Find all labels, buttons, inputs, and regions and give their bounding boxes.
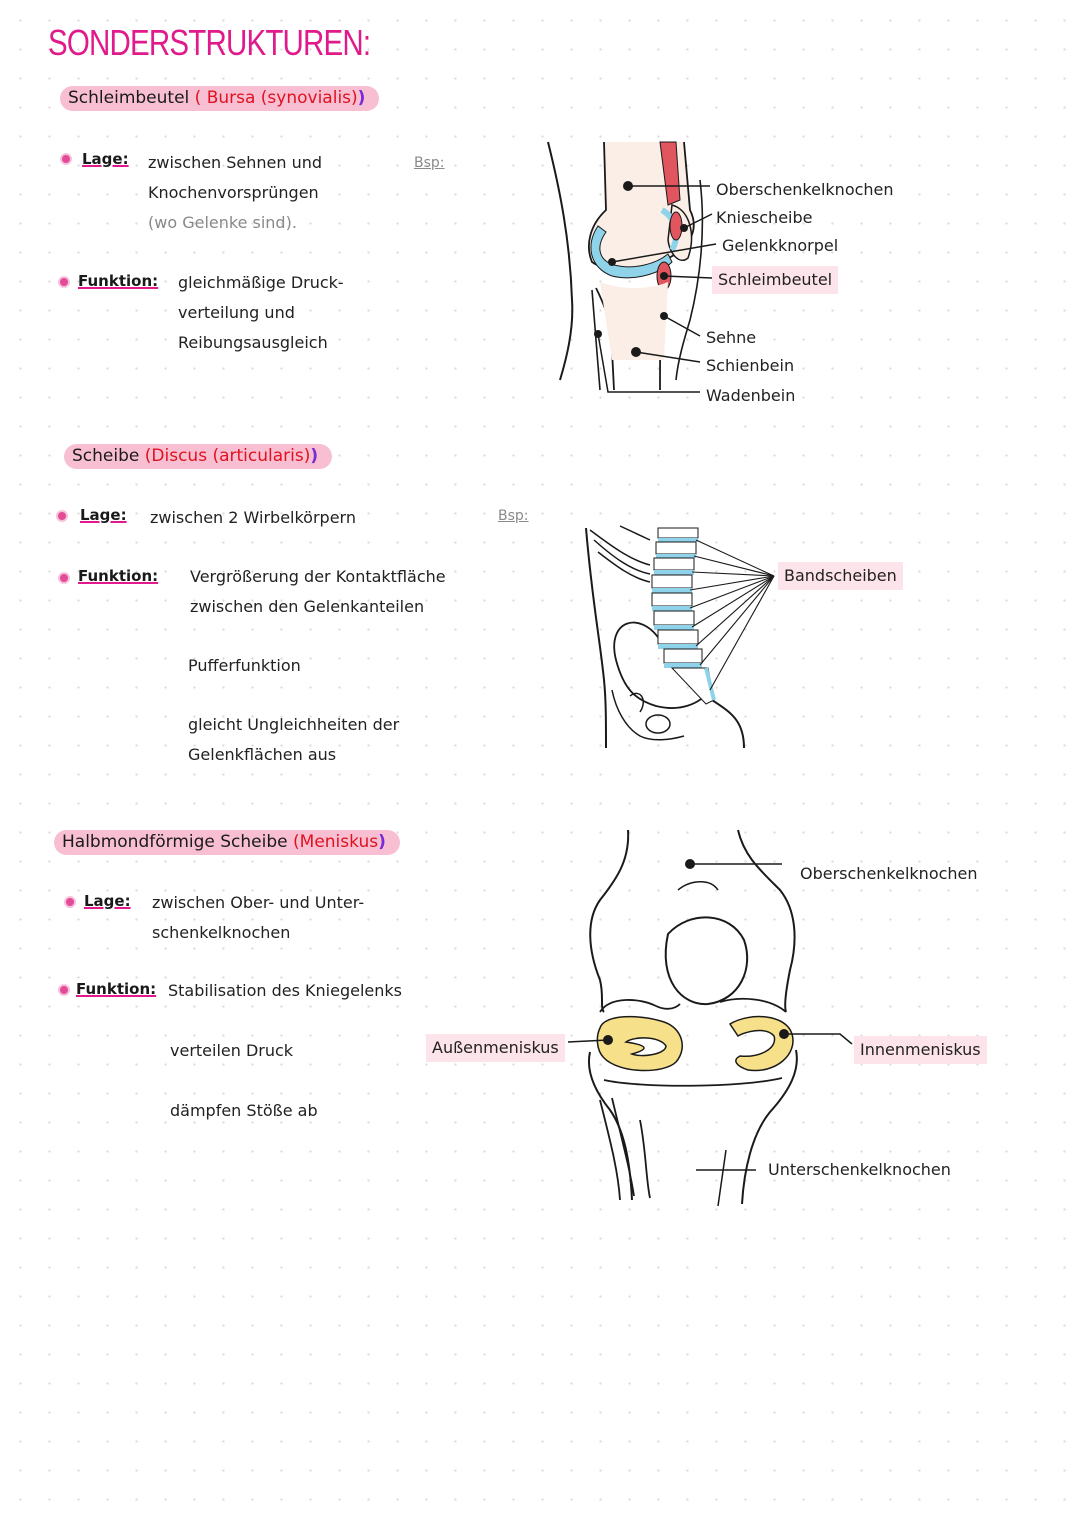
section-heading-scheibe: Scheibe (Discus (articularis)) [64, 444, 333, 469]
bullet-dot [66, 898, 74, 906]
pointer-lines [689, 539, 775, 691]
funktion-label: Funktion: [76, 980, 157, 998]
bullet-dot [60, 574, 68, 582]
fig-label-schleimbeutel: Schleimbeutel [712, 266, 839, 294]
fig-label-oberschenkelknochen: Oberschenkelknochen [800, 864, 978, 883]
heading-paren: ( Bursa (synovialis) [194, 88, 358, 108]
funktion-label: Funktion: [78, 567, 159, 585]
funktion-line: Vergrößerung der Kontaktfläche [190, 567, 446, 586]
fig-label-gelenkknorpel: Gelenkknorpel [722, 236, 839, 255]
fig-label-unterschenkelknochen: Unterschenkelknochen [768, 1160, 951, 1179]
vertebrae [651, 527, 716, 705]
heading-close: ) [310, 446, 319, 466]
heading-paren: (Meniskus [293, 832, 379, 852]
bullet-dot [60, 278, 68, 286]
heading-main: Halbmondförmige Scheibe [62, 832, 288, 852]
page-title: SONDERSTRUKTUREN: [48, 22, 371, 63]
section-heading-schleimbeutel: Schleimbeutel ( Bursa (synovialis)) [60, 86, 380, 111]
funktion-text: gleichmäßige Druck- verteilung und Reibu… [178, 268, 344, 358]
extra-text: verteilen Druck [170, 1036, 293, 1066]
fig-label-sehne: Sehne [706, 328, 757, 347]
lage-line: schenkelknochen [152, 923, 291, 942]
extra-line: dämpfen Stöße ab [170, 1101, 318, 1120]
fig-label-wadenbein: Wadenbein [706, 386, 796, 405]
lage-text: zwischen Ober- und Unter- schenkelknoche… [152, 888, 364, 948]
lage-line: zwischen 2 Wirbelkörpern [150, 508, 356, 527]
funktion-text: Vergrößerung der Kontaktfläche zwischen … [190, 562, 446, 622]
lage-label: Lage: [80, 506, 127, 524]
fig-label-innenmeniskus: Innenmeniskus [854, 1036, 987, 1064]
lage-text: zwischen 2 Wirbelkörpern [150, 503, 356, 533]
extra-text: dämpfen Stöße ab [170, 1096, 318, 1126]
fig-label-aussenmeniskus: Außenmeniskus [426, 1034, 565, 1062]
bullet-dot [58, 512, 66, 520]
lage-line: zwischen Sehnen und [148, 153, 323, 172]
lage-label: Lage: [82, 150, 129, 168]
lage-label: Lage: [84, 892, 131, 910]
bullet-dot [62, 155, 70, 163]
extra-text: gleicht Ungleichheiten der Gelenkflächen… [188, 710, 399, 770]
fig-label-oberschenkelknochen: Oberschenkelknochen [716, 180, 894, 199]
fig-label-bandscheiben: Bandscheiben [778, 562, 903, 590]
bullet-dot [60, 986, 68, 994]
extra-line: Gelenkflächen aus [188, 745, 337, 764]
bsp-label: Bsp: [498, 508, 529, 524]
funktion-line: verteilung und [178, 303, 295, 322]
funktion-label: Funktion: [78, 272, 159, 290]
funktion-line: zwischen den Gelenkanteilen [190, 597, 425, 616]
lage-line: zwischen Ober- und Unter- [152, 893, 365, 912]
heading-main: Scheibe [72, 446, 140, 466]
extra-line: Pufferfunktion [188, 656, 301, 675]
extra-line: gleicht Ungleichheiten der [188, 715, 400, 734]
bsp-label: Bsp: [414, 155, 445, 171]
lage-line: Knochenvorsprüngen [148, 183, 319, 202]
extra-text: Pufferfunktion [188, 651, 301, 681]
funktion-line: Stabilisation des Kniegelenks [168, 981, 402, 1000]
heading-paren: (Discus (articularis) [144, 446, 311, 466]
heading-close: ) [357, 88, 366, 108]
heading-main: Schleimbeutel [68, 88, 190, 108]
section-heading-meniskus: Halbmondförmige Scheibe (Meniskus) [54, 830, 400, 855]
fig-label-schienbein: Schienbein [706, 356, 795, 375]
funktion-line: Reibungsausgleich [178, 333, 328, 352]
heading-close: ) [378, 832, 386, 852]
lage-line: (wo Gelenke sind). [148, 213, 297, 232]
fig-label-kniescheibe: Kniescheibe [716, 208, 813, 227]
funktion-line: gleichmäßige Druck- [178, 273, 344, 292]
funktion-text: Stabilisation des Kniegelenks [168, 976, 402, 1006]
extra-line: verteilen Druck [170, 1041, 294, 1060]
lage-text: zwischen Sehnen und Knochenvorsprüngen (… [148, 148, 322, 238]
